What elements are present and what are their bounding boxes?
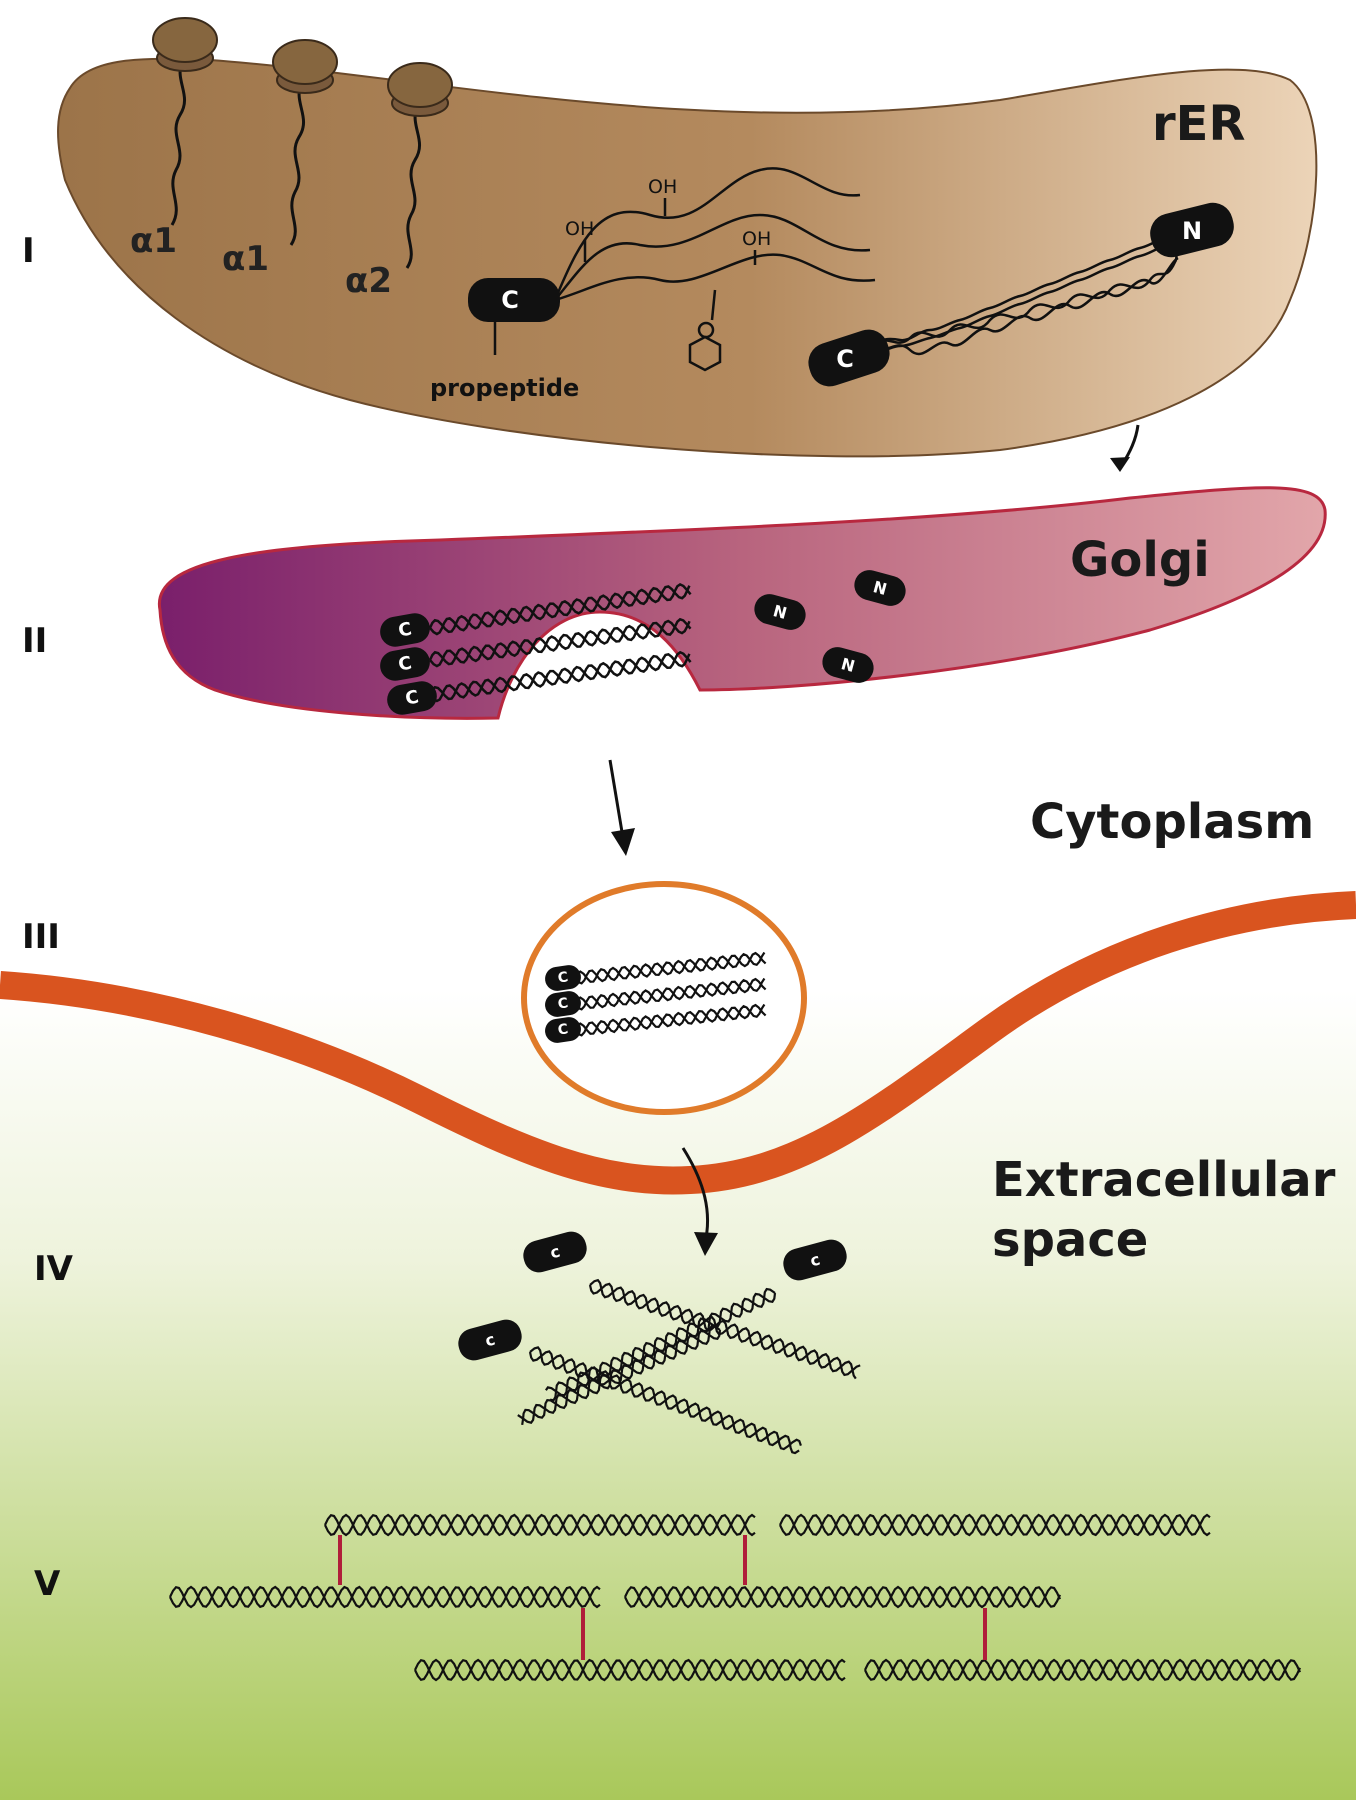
golgi-c-terminus-3: C xyxy=(387,681,437,715)
stage-label-3: III xyxy=(22,917,60,957)
fibril-row2-a-strand xyxy=(169,1585,601,1609)
rer-organelle xyxy=(57,57,1318,458)
oh-label-3: OH xyxy=(742,228,771,250)
ribosome-3 xyxy=(387,62,453,269)
region-label-golgi: Golgi xyxy=(1070,532,1210,588)
golgi-n-propeptide-1: N xyxy=(754,594,806,630)
fibril-row3-b-strand xyxy=(864,1658,1301,1682)
vesicle-helix-2-strand xyxy=(574,977,766,1011)
svg-text:C: C xyxy=(397,619,414,642)
vesicle-procollagen-bundle: CCC xyxy=(545,951,767,1043)
golgi-helix-2-strand xyxy=(429,617,692,668)
svg-text:N: N xyxy=(1182,217,1202,245)
fibril-row1-a-strand xyxy=(324,1513,756,1537)
fibril-row2-b-strand xyxy=(624,1585,1061,1609)
propeptide-label: propeptide xyxy=(430,374,579,402)
golgi-c-terminus-1: C xyxy=(380,613,430,647)
vesicle-helix-1-strand xyxy=(574,951,767,983)
crosslinks xyxy=(338,1535,987,1660)
region-label-cytoplasm: Cytoplasm xyxy=(1030,794,1314,850)
fibril-row3-a-strand xyxy=(414,1658,846,1682)
fibril-row3-a-strand xyxy=(414,1658,846,1682)
svg-text:N: N xyxy=(871,577,889,599)
svg-text:C: C xyxy=(557,969,569,986)
golgi-helix-3-strand xyxy=(429,650,692,703)
golgi-c-terminus-2: C xyxy=(380,647,430,681)
tropocollagen-2-strand xyxy=(529,1346,800,1455)
vesicle-c-terminus-1: C xyxy=(545,965,581,991)
golgi-helix-2-strand xyxy=(428,619,691,666)
fibril-row2-b-strand xyxy=(624,1585,1061,1609)
ribosome-1 xyxy=(152,17,218,226)
svg-text:c: c xyxy=(548,1242,562,1263)
svg-text:C: C xyxy=(557,995,569,1012)
oh-label-1: OH xyxy=(565,218,594,240)
stage-label-1: I xyxy=(22,231,35,271)
svg-text:N: N xyxy=(839,654,857,676)
vesicle-helix-2-strand xyxy=(574,977,767,1009)
tropocollagen-molecules xyxy=(517,1278,861,1455)
golgi-organelle xyxy=(157,486,1327,720)
vesicle-helix-3-strand xyxy=(574,1003,767,1035)
svg-text:N: N xyxy=(771,601,789,623)
fibril-row2-a-strand xyxy=(169,1585,601,1609)
svg-text:c: c xyxy=(483,1330,497,1351)
chain-label-alpha1-a: α1 xyxy=(130,221,177,261)
svg-text:C: C xyxy=(557,1021,569,1038)
chain-label-alpha1-b: α1 xyxy=(222,239,269,279)
arrow-golgi-to-vesicle xyxy=(608,759,635,856)
stage-label-4: IV xyxy=(34,1249,74,1289)
tropocollagen-3-strand xyxy=(544,1287,776,1397)
svg-text:c: c xyxy=(808,1250,822,1271)
chain-label-alpha2: α2 xyxy=(345,261,392,301)
vesicle-helix-1-strand xyxy=(574,951,766,985)
cleaved-c-propeptides: c c c xyxy=(458,1231,847,1361)
fibril-row1-a-strand xyxy=(324,1513,756,1537)
svg-text:C: C xyxy=(404,687,421,710)
region-label-extracellular-line2: space xyxy=(992,1212,1148,1268)
plasma-membrane xyxy=(0,891,1356,1195)
oh-label-2: OH xyxy=(648,176,677,198)
golgi-helix-1-strand xyxy=(428,585,691,634)
golgi-n-propeptide-3: N xyxy=(822,647,874,683)
tropocollagen-3-strand xyxy=(549,1292,777,1402)
svg-text:C: C xyxy=(501,286,519,314)
region-label-rer: rER xyxy=(1152,96,1245,152)
arrow-secretion xyxy=(681,1147,718,1256)
svg-text:C: C xyxy=(397,653,414,676)
vesicle-c-terminus-3: C xyxy=(545,1017,581,1043)
golgi-helix-1-strand xyxy=(429,582,692,636)
vesicle-c-terminus-2: C xyxy=(545,991,581,1017)
tropocollagen-4-strand xyxy=(521,1329,722,1426)
vesicle-helix-3-strand xyxy=(574,1003,766,1037)
tropocollagen-1-strand xyxy=(589,1278,857,1380)
tropocollagen-1-strand xyxy=(588,1282,861,1377)
stage-label-2: II xyxy=(22,621,47,661)
collagen-fibril xyxy=(169,1513,1301,1682)
golgi-helix-3-strand xyxy=(428,652,691,701)
fibril-row1-b-strand xyxy=(779,1513,1211,1537)
fibril-row1-b-strand xyxy=(779,1513,1211,1537)
fibril-row3-b-strand xyxy=(864,1658,1301,1682)
stage-label-5: V xyxy=(34,1564,61,1604)
ribosome-2 xyxy=(272,39,338,246)
hydroxylated-chains xyxy=(553,167,876,372)
svg-text:C: C xyxy=(836,345,854,373)
c-propeptide: C xyxy=(468,278,560,322)
golgi-n-propeptide-2: N xyxy=(854,570,906,606)
region-label-extracellular-line1: Extracellular xyxy=(992,1152,1336,1208)
procollagen-triple-helix: C N xyxy=(808,202,1234,387)
arrow-rer-to-golgi xyxy=(1110,424,1140,472)
